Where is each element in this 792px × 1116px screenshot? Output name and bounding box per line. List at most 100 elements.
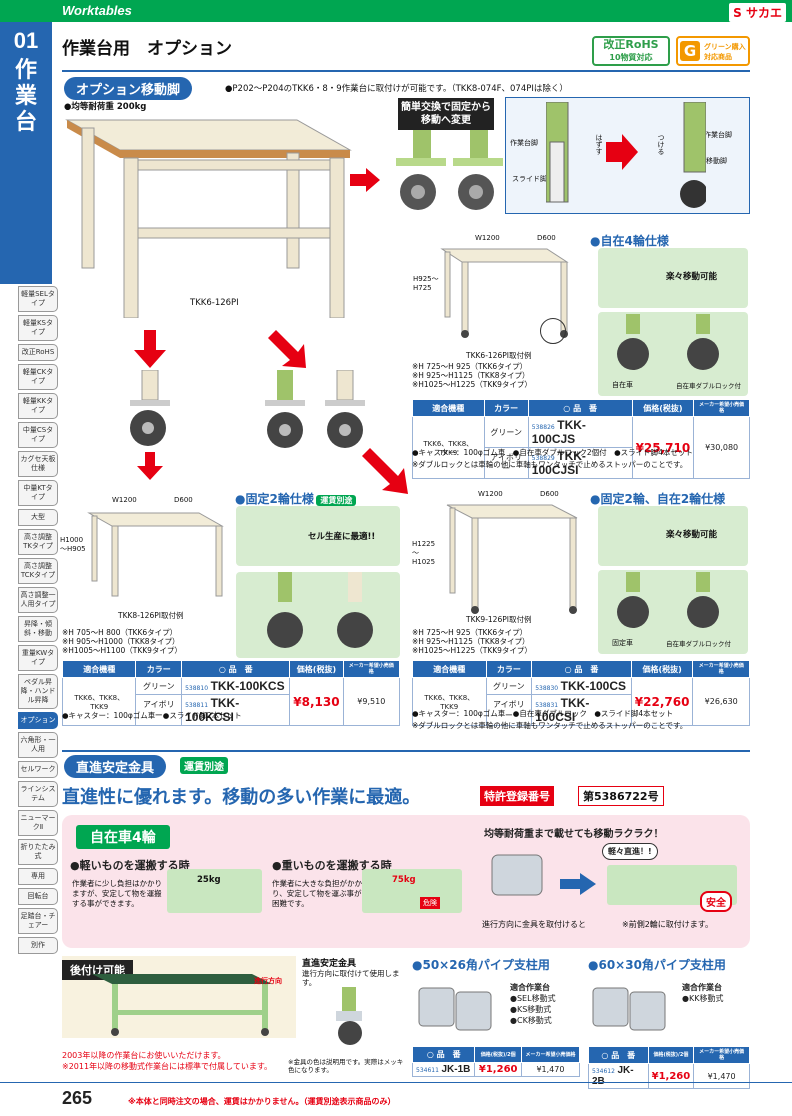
- p60-fits: 適合作業台 ●KK移動式: [682, 983, 724, 1003]
- sidebar-tab[interactable]: 専用: [18, 868, 58, 885]
- sidebar-tab[interactable]: 折りたたみ式: [18, 839, 58, 865]
- sidebar-tab[interactable]: 軽量KSタイプ: [18, 315, 58, 341]
- sidebar-tab[interactable]: 別作: [18, 937, 58, 954]
- free4-tag: 自在車4輪: [76, 825, 170, 849]
- section-note: ●P202～P204のTKK6・8・9作業台に取付けが可能です。（TKK8-07…: [225, 84, 568, 94]
- sidebar-tab[interactable]: 軽量SELタイプ: [18, 286, 58, 312]
- sidebar-tab[interactable]: 軽量KKタイプ: [18, 393, 58, 419]
- light-load-image: 25kg: [167, 869, 262, 913]
- main-model-label: TKK6-126PI: [190, 298, 239, 308]
- bracket-image: [418, 987, 492, 1031]
- fixed2-table-drawing: W1200 D600 H1000～H905: [60, 492, 232, 612]
- caster-image: [130, 370, 170, 446]
- fixfree-notes: ●キャスター：100φゴム車 ●自在車ダブルロック ●スライド脚4本セット※ダブ…: [412, 709, 688, 730]
- p50-price-table: ○ 品 番価格(税抜)/2個メーカー希望小売価格 534611 JK-1B¥1,…: [411, 1046, 581, 1077]
- section-label: オプション移動脚: [64, 77, 193, 100]
- fixed2-heights: ※H 705～H 800（TKK6タイプ）※H 905～H1000（TKK8タイ…: [62, 628, 182, 655]
- casters-illustration: [396, 130, 503, 210]
- section-rule: [62, 750, 750, 752]
- patent-label: 特許登録番号: [480, 786, 554, 806]
- bracket-icon: [491, 854, 543, 896]
- free4-usage-image: 楽々移動可能: [598, 248, 748, 308]
- arrow-diag-icon: [268, 330, 306, 368]
- fixfree-usage-image: 楽々移動可能: [598, 506, 748, 566]
- arrow-down-icon: [137, 452, 163, 480]
- free4-heading: ●自在4輪仕様: [590, 234, 669, 248]
- fixed2-price-table: 適合機種カラー○ 品 番価格(税抜)メーカー希望小売価格 TKK6、TKK8、T…: [61, 660, 401, 726]
- arrow-right-icon: [350, 168, 380, 192]
- free4-notes: ●キャスター：100φゴム車 ●自在車ダブルロック2個付 ●スライド脚4本セット…: [412, 448, 693, 469]
- title-rule: [62, 70, 750, 72]
- free4-heights: ※H 725～H 925（TKK6タイプ）※H 925～H1125（TKK8タイ…: [412, 362, 532, 389]
- top-bar: Worktables S サカエ: [0, 0, 792, 22]
- fixed2-usage-image: セル生産に最適!!: [236, 506, 400, 566]
- sidebar-tab[interactable]: 六角形・一人用: [18, 732, 58, 758]
- load-note: ●均等耐荷重 200kg: [64, 102, 147, 112]
- retrofit-notes: 2003年以降の作業台にお使いいただけます。※2011年以降の移動式作業台には標…: [62, 1051, 273, 1071]
- example-label: TKK9-126PI取付例: [466, 615, 532, 624]
- swap-diagram: 作業台脚 スライド脚 作業台脚 移動脚 はずす つける: [505, 97, 750, 214]
- category-number: 01: [13, 28, 39, 53]
- example-label: TKK6-126PI取付例: [466, 351, 532, 360]
- fixfree-heading: ●固定2輪、自在2輪仕様: [590, 492, 726, 506]
- free4-price-table: 適合機種カラー○ 品 番価格(税抜)メーカー希望小売価格 TKK6、TKK8、T…: [412, 399, 750, 479]
- caster-image: [265, 370, 365, 448]
- p50-fits: 適合作業台 ●SEL移動式●KS移動式●CK移動式: [510, 983, 556, 1025]
- footer-rule: [0, 1082, 792, 1083]
- sidebar-tab[interactable]: 重量KWタイプ: [18, 645, 58, 671]
- heavy-load-image: 75kg 危険: [362, 869, 462, 913]
- free4-table-drawing: W1200 D600 H925～H725: [413, 234, 585, 344]
- sidebar-tab[interactable]: 高さ調整一人用タイプ: [18, 587, 58, 613]
- bracket-image: [592, 987, 666, 1031]
- sidebar-tab[interactable]: ペダル昇降・ハンドル昇降: [18, 674, 58, 709]
- fixfree-table-drawing: W1200 D600 H1225～H1025: [412, 490, 587, 620]
- sidebar-tab[interactable]: オプション: [18, 712, 58, 729]
- arrow-diag-icon: [362, 448, 408, 494]
- sidebar-tab[interactable]: 高さ調整TKタイプ: [18, 529, 58, 555]
- fixed2-notes: ●キャスター：100φゴム車 ●スライド脚2本セット: [62, 711, 242, 720]
- page-title: 作業台用 オプション: [62, 39, 232, 59]
- page-number: 265: [62, 1088, 93, 1108]
- sidebar-tab[interactable]: 足踏台・チェアー: [18, 908, 58, 934]
- sidebar-tab[interactable]: 軽量CKタイプ: [18, 364, 58, 390]
- speech-bubble: 軽々直進！!: [602, 843, 658, 860]
- sidebar-tab[interactable]: ラインシステム: [18, 781, 58, 807]
- fixfree-price-table: 適合機種カラー○ 品 番価格(税抜)メーカー希望小売価格 TKK6、TKK8、T…: [412, 660, 750, 726]
- sidebar-tab[interactable]: 高さ調整TCKタイプ: [18, 558, 58, 584]
- safe-badge: 安全: [700, 891, 732, 912]
- fixfree-heights: ※H 725～H 925（TKK6タイプ）※H 925～H1125（TKK8タイ…: [412, 628, 532, 655]
- comparison-panel: 自在車4輪 ●軽いものを運搬する時 作業者に少し負担はかかりますが、安定して物を…: [62, 815, 750, 948]
- sidebar-tab[interactable]: セルワーク: [18, 761, 58, 778]
- patent-number: 第5386722号: [578, 786, 664, 806]
- fixed2-caster-image: [236, 572, 400, 658]
- series-label: Worktables: [62, 3, 132, 18]
- brand-logo: S サカエ: [729, 3, 786, 22]
- retrofit-image: 後付け可能 進行方向: [62, 956, 296, 1038]
- sidebar-tab[interactable]: 大型: [18, 509, 58, 526]
- zoom-circle: [540, 318, 566, 344]
- fixfree-caster-image: 固定車 自在車ダブルロック付: [598, 570, 748, 654]
- freight-tag: 運賃別途: [180, 757, 228, 774]
- fixed2-heading-row: ●固定2輪仕様 運賃別途: [235, 490, 357, 507]
- sidebar-tab[interactable]: 中量KTタイプ: [18, 480, 58, 506]
- p50-heading: ●50×26角パイプ支柱用: [412, 958, 550, 972]
- headline: 直進性に優れます。移動の多い作業に最適。: [62, 787, 421, 808]
- sidebar-tab[interactable]: 回転台: [18, 888, 58, 905]
- p60-heading: ●60×30角パイプ支柱用: [588, 958, 726, 972]
- section2-label: 直進安定金具: [64, 755, 167, 778]
- category-name: 作業台: [14, 58, 37, 135]
- sidebar-tab[interactable]: ニューマークⅡ: [18, 810, 58, 836]
- arrow-down-icon: [134, 330, 166, 368]
- sidebar-tab[interactable]: 改正RoHS: [18, 344, 58, 361]
- sidebar-tab[interactable]: 中量CSタイプ: [18, 422, 58, 448]
- footer-note: ※本体と同時注文の場合、運賃はかかりません。（運賃別途表示商品のみ）: [128, 1097, 396, 1106]
- main-worktable-illustration: [65, 119, 352, 318]
- bracket-detail: 直進安定金具 進行方向に取付けて使用します。 ※金具の色は説明用です。実際はメッ…: [288, 959, 404, 1074]
- sidebar-tab[interactable]: 昇降・傾斜・移動: [18, 616, 58, 642]
- arrow-right-icon: [560, 873, 596, 895]
- category-block: 01 作業台: [0, 22, 52, 284]
- sidebar-tab[interactable]: カグセ天板仕様: [18, 451, 58, 477]
- free4-caster-image: 自在車 自在車ダブルロック付: [598, 312, 748, 396]
